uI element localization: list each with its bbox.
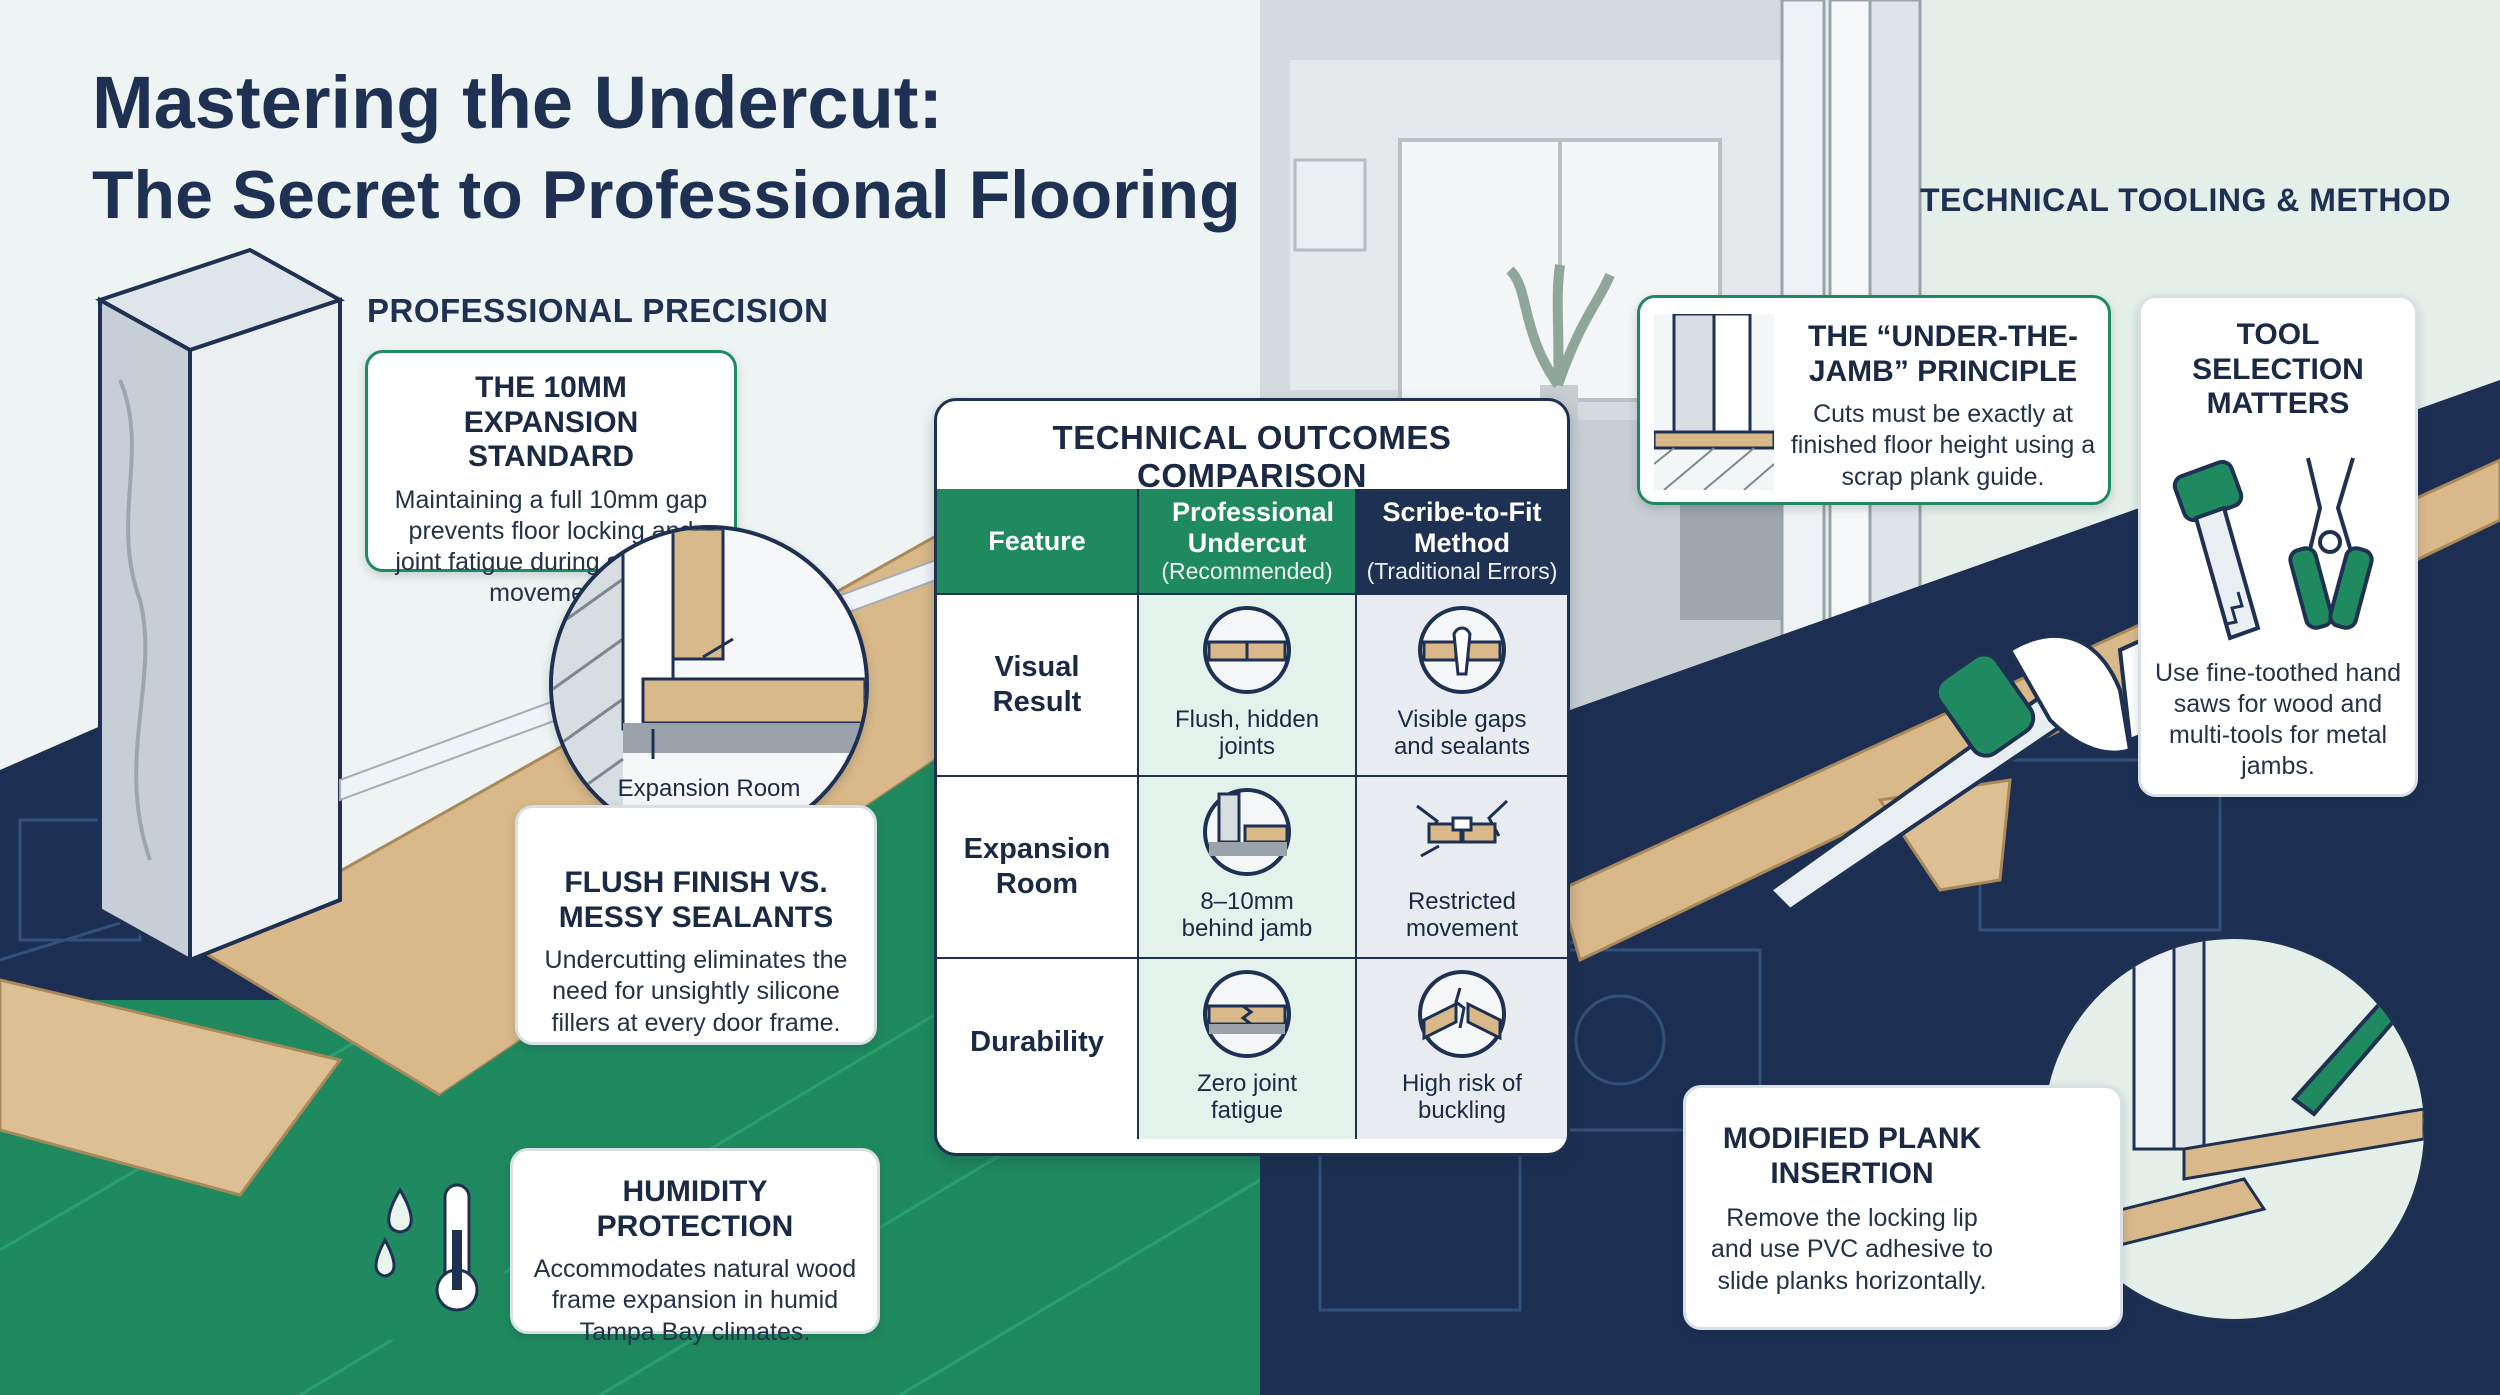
row-pro-cell: Flush, hidden joints <box>1137 595 1355 775</box>
table-row: Expansion Room 8–10mm behind jamb Restr <box>937 775 1567 957</box>
humidity-icon-panel <box>355 1150 505 1340</box>
water-drop-thermometer-icon <box>374 1183 479 1312</box>
card-expansion-standard-title: THE 10MM EXPANSION STANDARD <box>463 371 639 473</box>
header-scribe-to-fit: Scribe-to-Fit Method (Traditional Errors… <box>1355 489 1567 593</box>
card-flush-finish-body: Undercutting eliminates the need for uns… <box>544 946 848 1037</box>
row-pro-cell: 8–10mm behind jamb <box>1137 777 1355 957</box>
card-under-jamb: THE “UNDER-THE-JAMB” PRINCIPLE Cuts must… <box>1637 295 2111 505</box>
table-row: Durability Zero joint fatigue High risk <box>937 957 1567 1139</box>
card-under-jamb-title: THE “UNDER-THE-JAMB” PRINCIPLE <box>1808 320 2078 388</box>
solid-joint-icon <box>1203 969 1291 1058</box>
under-jamb-diagram-icon <box>1654 314 1774 490</box>
card-modified-plank-body: Remove the locking lip and use PVC adhes… <box>1710 1204 1994 1295</box>
section-label-left: PROFESSIONAL PRECISION <box>367 292 829 329</box>
card-humidity-title: HUMIDITY PROTECTION <box>596 1175 794 1243</box>
card-modified-plank-title: MODIFIED PLANK INSERTION <box>1722 1122 1982 1190</box>
card-humidity: HUMIDITY PROTECTION Accommodates natural… <box>510 1148 880 1346</box>
flush-joint-icon <box>1203 605 1291 694</box>
card-flush-finish-title: FLUSH FINISH VS. MESSY SEALANTS <box>558 866 834 934</box>
page-subtitle: The Secret to Professional Flooring <box>92 157 1241 233</box>
visible-gap-icon <box>1418 605 1506 694</box>
card-under-jamb-body: Cuts must be exactly at finished floor h… <box>1790 400 2096 491</box>
comparison-header-row: Feature Professional Undercut (Recommend… <box>937 489 1567 593</box>
saw-and-multitool-icon <box>2172 456 2374 641</box>
card-modified-plank: MODIFIED PLANK INSERTION Remove the lock… <box>1683 1085 2123 1330</box>
row-scribe-cell: Restricted movement <box>1355 777 1567 957</box>
comparison-table: TECHNICAL OUTCOMES COMPARISON Feature Pr… <box>934 398 1570 1156</box>
card-tool-selection: TOOL SELECTION MATTERS Use fine-toothed … <box>2138 295 2418 797</box>
expansion-detail-circle: Expansion Room <box>549 525 869 845</box>
expansion-gap-icon <box>1203 787 1291 876</box>
buckling-icon <box>1418 969 1506 1058</box>
comparison-table-title: TECHNICAL OUTCOMES COMPARISON <box>1052 419 1452 494</box>
row-feature-label: Expansion Room <box>963 833 1111 900</box>
row-scribe-cell: High risk of buckling <box>1355 959 1567 1139</box>
card-flush-finish: FLUSH FINISH VS. MESSY SEALANTS Undercut… <box>515 805 877 1045</box>
cracked-joint-icon <box>1416 799 1509 858</box>
row-pro-cell: Zero joint fatigue <box>1137 959 1355 1139</box>
card-humidity-body: Accommodates natural wood frame expansio… <box>533 1255 857 1346</box>
header-professional-undercut: Professional Undercut (Recommended) <box>1137 489 1355 593</box>
row-feature-label: Durability <box>970 1025 1104 1058</box>
card-tool-selection-title: TOOL SELECTION MATTERS <box>2192 318 2364 420</box>
row-feature-label: Visual Result <box>992 651 1082 718</box>
header-feature: Feature <box>937 489 1137 593</box>
row-scribe-cell: Visible gaps and sealants <box>1355 595 1567 775</box>
expansion-detail-label: Expansion Room <box>617 775 801 802</box>
card-tool-selection-body: Use fine-toothed hand saws for wood and … <box>2155 658 2402 781</box>
section-label-right: TECHNICAL TOOLING & METHOD <box>1920 182 2451 218</box>
page-title: Mastering the Undercut: <box>92 61 944 144</box>
table-row: Visual Result Flush, hidden joints Visib… <box>937 593 1567 775</box>
